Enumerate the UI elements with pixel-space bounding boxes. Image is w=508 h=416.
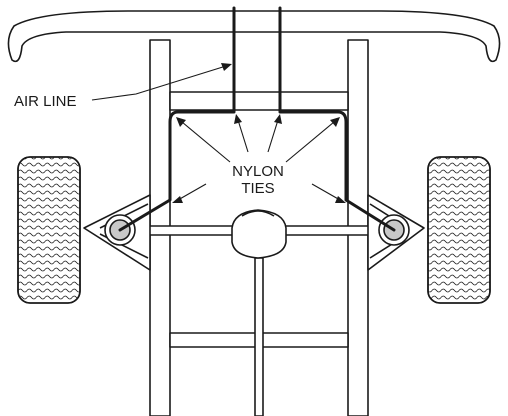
left-tire-outline bbox=[17, 156, 81, 304]
bumper bbox=[7, 10, 501, 63]
arrowhead-5 bbox=[172, 196, 183, 203]
arrowhead-3 bbox=[274, 114, 282, 124]
arrow-tie-4 bbox=[285, 121, 335, 163]
left-hub bbox=[104, 214, 136, 246]
arrow-tie-1 bbox=[181, 121, 231, 163]
arrowhead-2 bbox=[234, 114, 242, 124]
differential-cover bbox=[241, 210, 275, 217]
arrowhead-1 bbox=[176, 117, 186, 127]
arrowhead-4 bbox=[330, 117, 340, 127]
arrowhead-6 bbox=[335, 196, 346, 203]
right-tire bbox=[427, 156, 491, 304]
arrow-tie-5 bbox=[177, 183, 207, 201]
upper-crossmember bbox=[169, 91, 349, 111]
air-line-right bbox=[278, 6, 396, 232]
arrow-tie-6 bbox=[311, 183, 341, 201]
air-line-leader bbox=[91, 65, 227, 101]
air-line-left bbox=[118, 6, 236, 232]
air-line-label: AIR LINE bbox=[14, 93, 77, 110]
differential-housing bbox=[231, 209, 287, 259]
ties-label: TIES bbox=[241, 180, 274, 197]
arrow-tie-2 bbox=[237, 119, 249, 153]
left-tire bbox=[17, 156, 81, 304]
arrowhead-air-line bbox=[221, 63, 232, 71]
nylon-label: NYLON bbox=[232, 163, 284, 180]
right-tire-outline bbox=[427, 156, 491, 304]
arrow-tie-3 bbox=[267, 119, 279, 153]
center-shaft bbox=[254, 257, 264, 416]
